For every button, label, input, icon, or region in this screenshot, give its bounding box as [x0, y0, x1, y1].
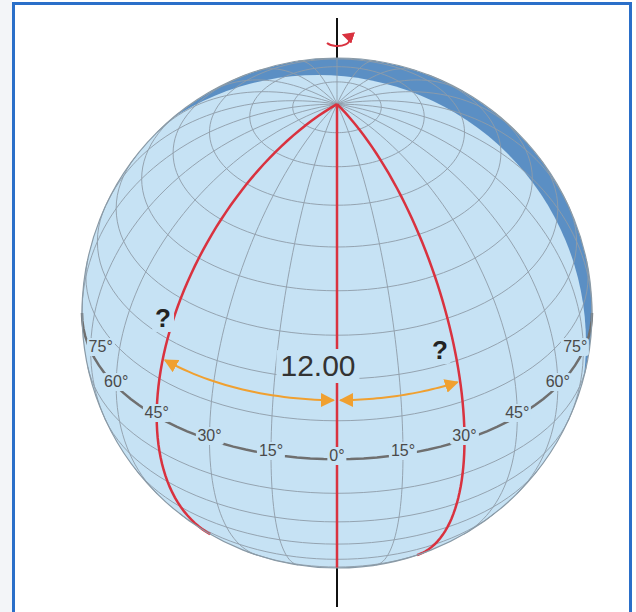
longitude-label: 30°: [450, 427, 478, 445]
longitude-label: 15°: [389, 442, 417, 460]
longitude-label: 0°: [327, 447, 346, 465]
longitude-label: 60°: [544, 373, 572, 391]
question-mark: ?: [152, 304, 174, 332]
globe-outline: [82, 58, 592, 568]
longitude-label: 60°: [102, 373, 130, 391]
meridian-line: [337, 80, 464, 104]
longitude-label: 75°: [561, 338, 589, 356]
rotation-axis: [336, 566, 338, 607]
time-label: 12.00: [276, 349, 359, 383]
meridian-line: [337, 104, 403, 565]
graticule: [82, 58, 592, 568]
day-side: [50, 75, 586, 611]
meridian-line: [271, 104, 337, 565]
longitude-label: 75°: [87, 338, 115, 356]
meridian-line: [106, 101, 337, 205]
highlight-meridian: [157, 104, 337, 534]
page-margin: [0, 0, 12, 612]
time-span-arrow: [340, 382, 457, 400]
rotation-arrow: [327, 35, 349, 46]
longitude-label: 45°: [143, 404, 171, 422]
highlight-meridian: [337, 104, 465, 555]
meridian-line: [337, 92, 517, 132]
meridian-line: [337, 101, 568, 205]
meridian-line: [157, 104, 337, 534]
globe-shading: [50, 58, 592, 611]
longitude-label: 45°: [503, 404, 531, 422]
frame-border: [14, 4, 631, 612]
question-mark: ?: [429, 336, 451, 364]
longitude-label: 15°: [257, 442, 285, 460]
longitude-label: 30°: [195, 427, 223, 445]
meridian-line: [337, 69, 417, 104]
meridian-line: [337, 58, 338, 104]
highlight-meridian: [336, 104, 339, 568]
meridian-line: [337, 104, 517, 534]
meridian-line: [337, 104, 338, 568]
